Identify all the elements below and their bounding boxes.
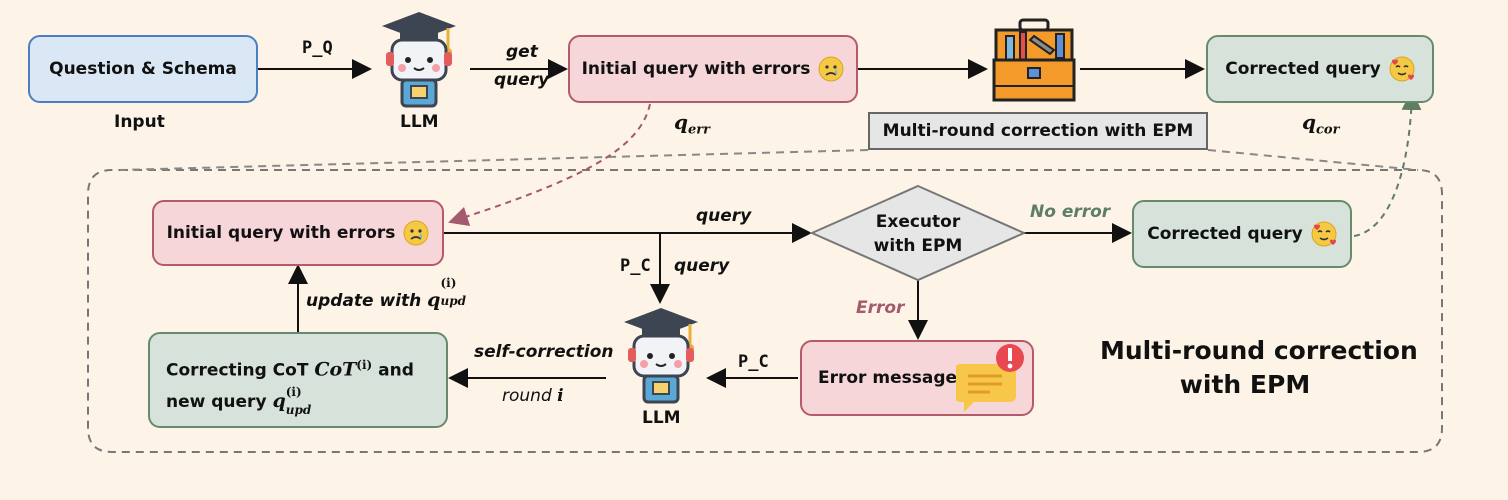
tool-caption-label: Multi-round correction with EPM [882,121,1194,141]
query-label-detail: query [696,206,752,226]
initial-query-label-top: Initial query with errors [581,59,811,79]
initial-query-label-detail: Initial query with errors [166,223,396,243]
correction-region-border [87,169,1443,453]
input-caption: Input [114,112,165,132]
error-message-icon [956,344,1024,412]
tool-caption-box: Multi-round correction with EPM [868,112,1208,150]
round-label: round i [502,386,564,406]
q-err-symbol: qerr [674,110,710,138]
llm-caption-bottom: LLM [642,408,681,428]
llm-robot-icon [624,308,698,404]
query-label-vertical: query [674,256,730,276]
error-label: Error [856,298,905,318]
llm-robot-icon [382,12,456,108]
get-label: get [506,42,538,62]
pc-label-vertical: P_C [620,256,651,276]
correcting-cot-box: Correcting CoT CoT(i) and new query q(i)… [148,332,448,428]
cot-line-1: Correcting CoT CoT(i) and [166,358,414,381]
corrected-query-label-top: Corrected query [1225,59,1381,79]
initial-query-box-detail: Initial query with errors [152,200,444,266]
error-message-label: Error message [818,368,958,388]
love-face-icon [1389,56,1415,82]
corrected-query-box-detail: Corrected query [1132,200,1352,268]
q-cor-symbol: qcor [1302,110,1340,138]
initial-query-box-top: Initial query with errors [568,35,858,103]
query-label-top: query [494,70,550,90]
question-schema-label: Question & Schema [49,59,237,79]
self-correction-label: self-correction [474,342,614,362]
question-schema-box: Question & Schema [28,35,258,103]
llm-caption-top: LLM [400,112,439,132]
update-label: update with q(i)upd [306,276,466,311]
corrected-query-label-detail: Corrected query [1147,224,1303,244]
corrected-query-box-top: Corrected query [1206,35,1434,103]
sad-face-icon [403,220,429,246]
love-face-icon [1311,221,1337,247]
toolbox-icon [992,18,1076,102]
no-error-label: No error [1030,202,1111,222]
sad-face-icon [818,56,844,82]
pc-label-horizontal: P_C [738,352,769,372]
pq-label: P_Q [302,38,333,58]
cot-line-2: new query q(i)upd [166,384,312,417]
executor-diamond [809,184,1027,282]
